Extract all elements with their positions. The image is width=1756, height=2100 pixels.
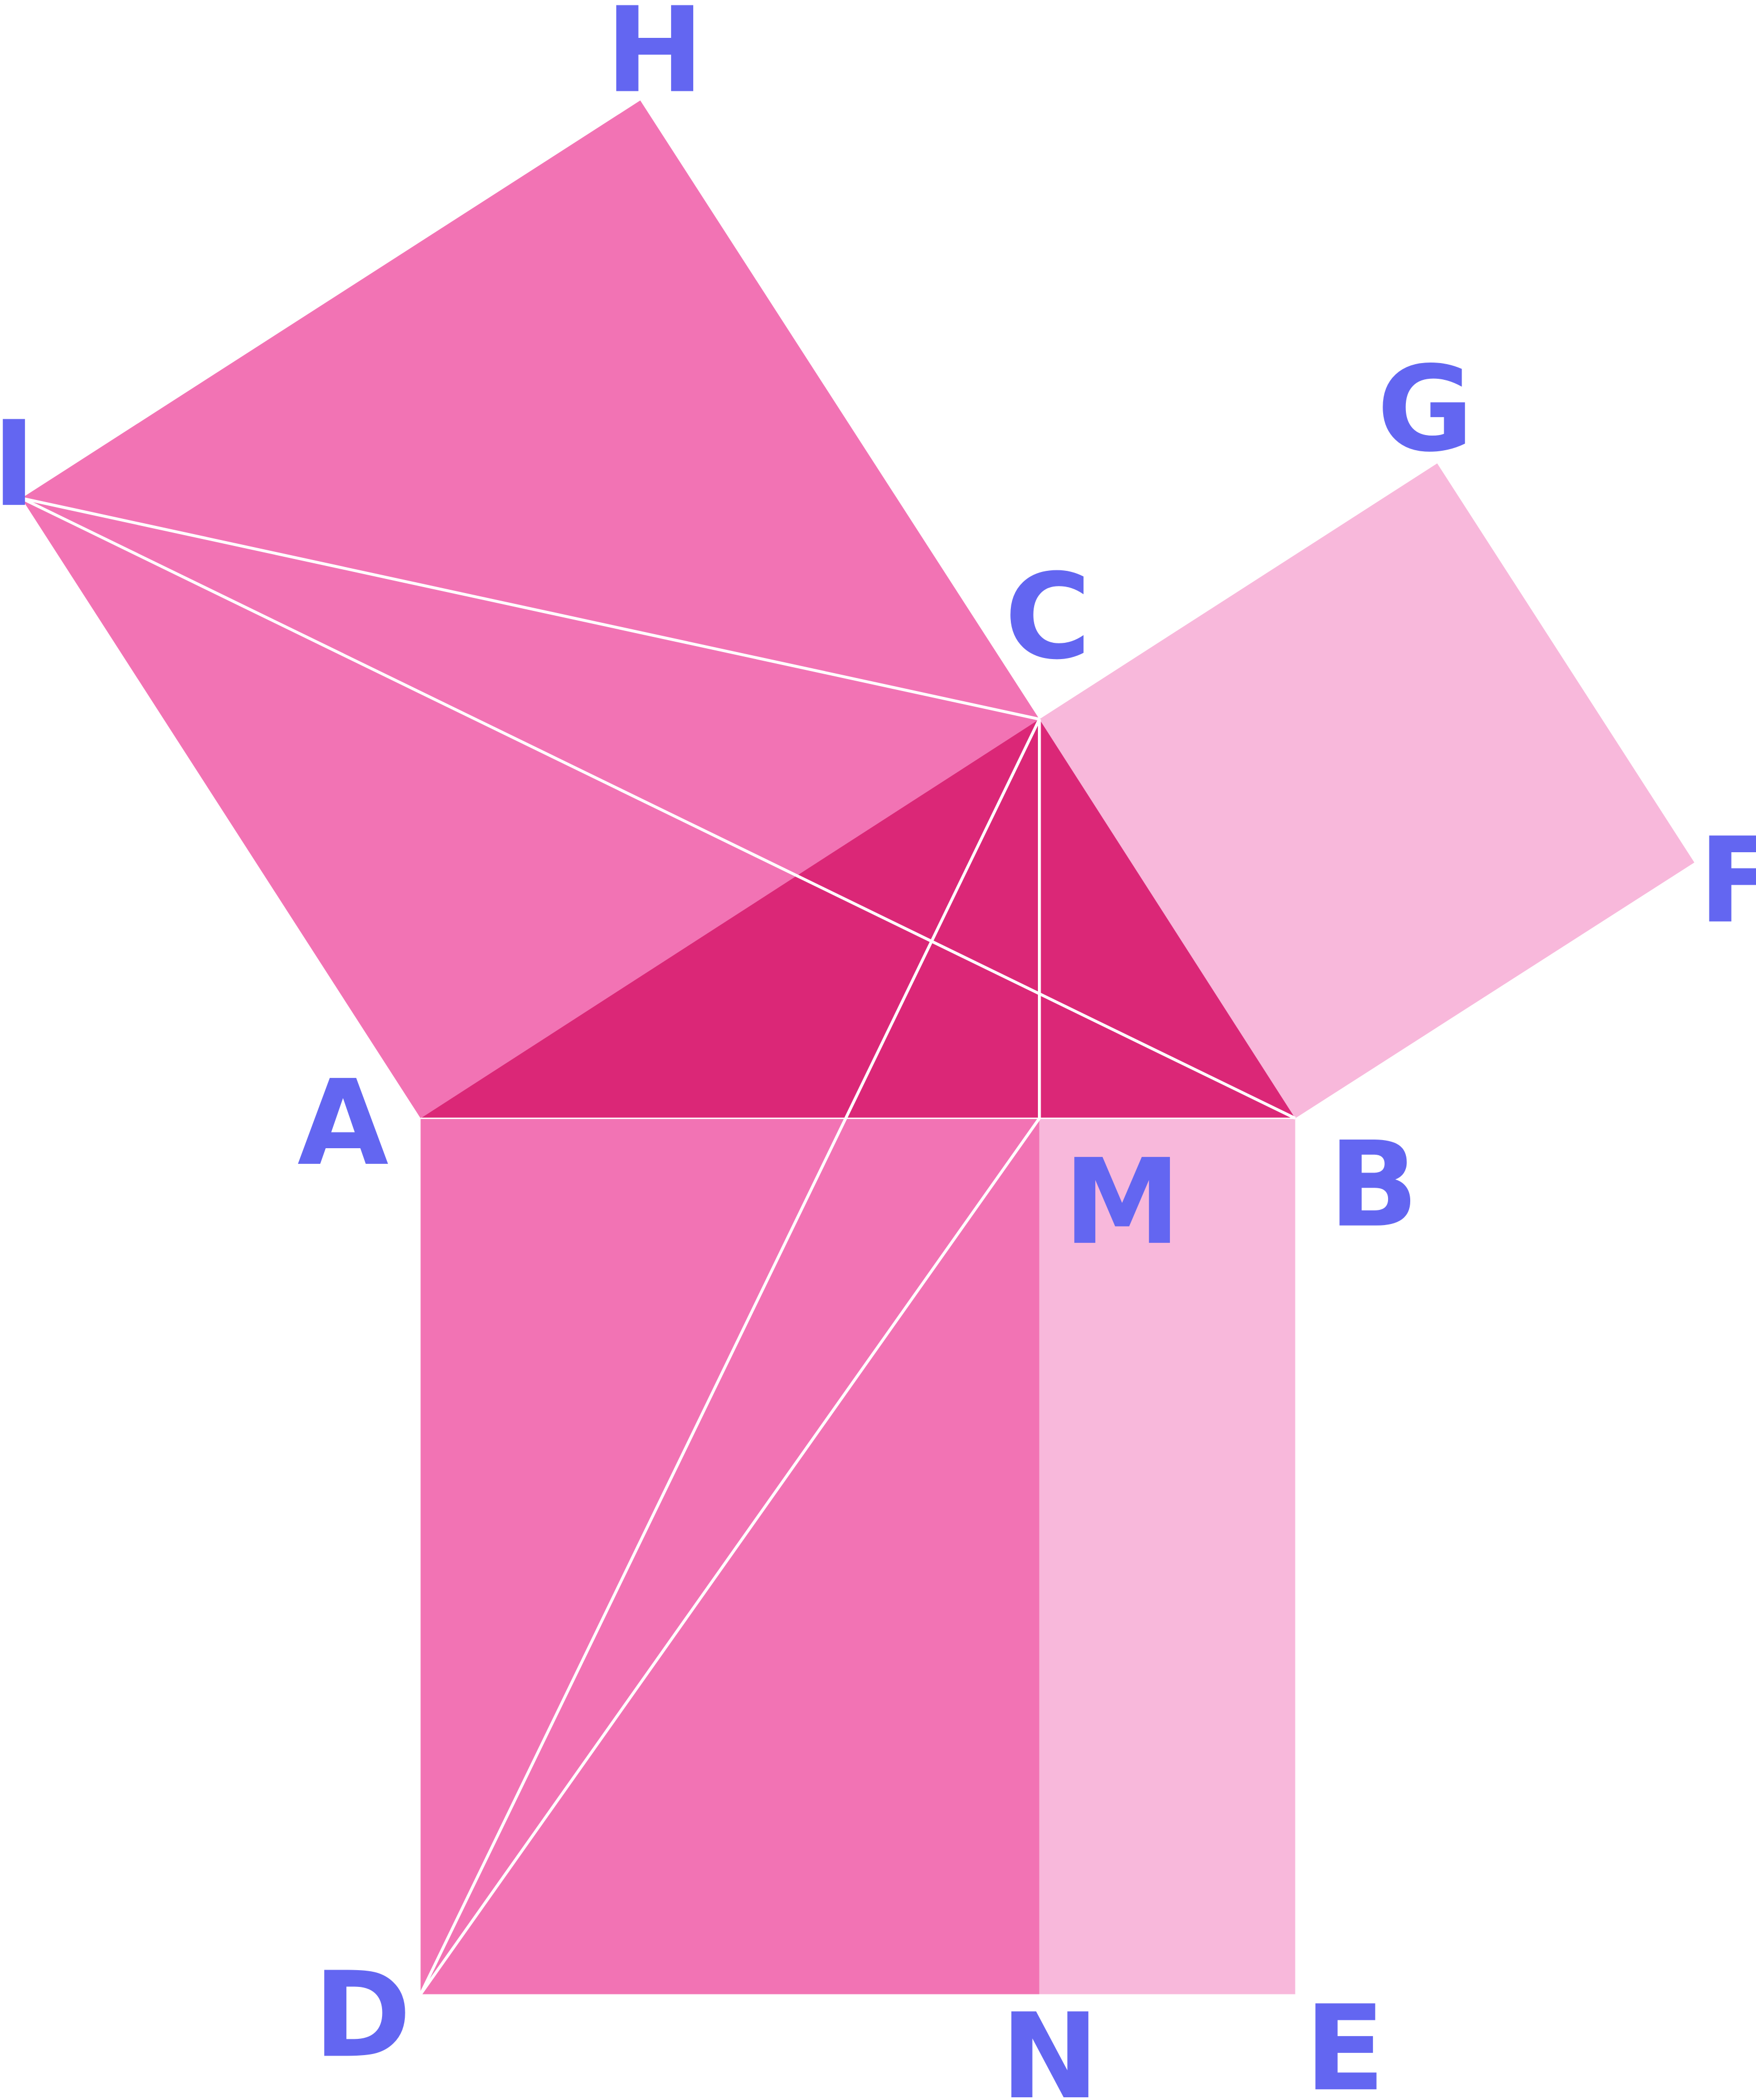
label-f: F bbox=[1699, 813, 1756, 950]
label-n: N bbox=[1001, 1989, 1099, 2100]
line-ib bbox=[21, 497, 1296, 1120]
rectangle-mben bbox=[1039, 1118, 1295, 1994]
label-e: E bbox=[1305, 1980, 1385, 2100]
label-m: M bbox=[1063, 1134, 1181, 1271]
triangle-abc bbox=[420, 719, 1295, 1118]
line-cd bbox=[419, 718, 1041, 1995]
label-b: B bbox=[1328, 1117, 1418, 1254]
label-h: H bbox=[606, 0, 704, 119]
label-d: D bbox=[313, 1947, 411, 2084]
label-a: A bbox=[298, 1055, 389, 1192]
line-md bbox=[419, 1117, 1041, 1996]
label-g: G bbox=[1377, 341, 1474, 478]
square-cbfg bbox=[1039, 463, 1695, 1118]
label-i: I bbox=[0, 396, 36, 533]
line-ic bbox=[21, 497, 1040, 721]
label-c: C bbox=[1004, 549, 1091, 686]
